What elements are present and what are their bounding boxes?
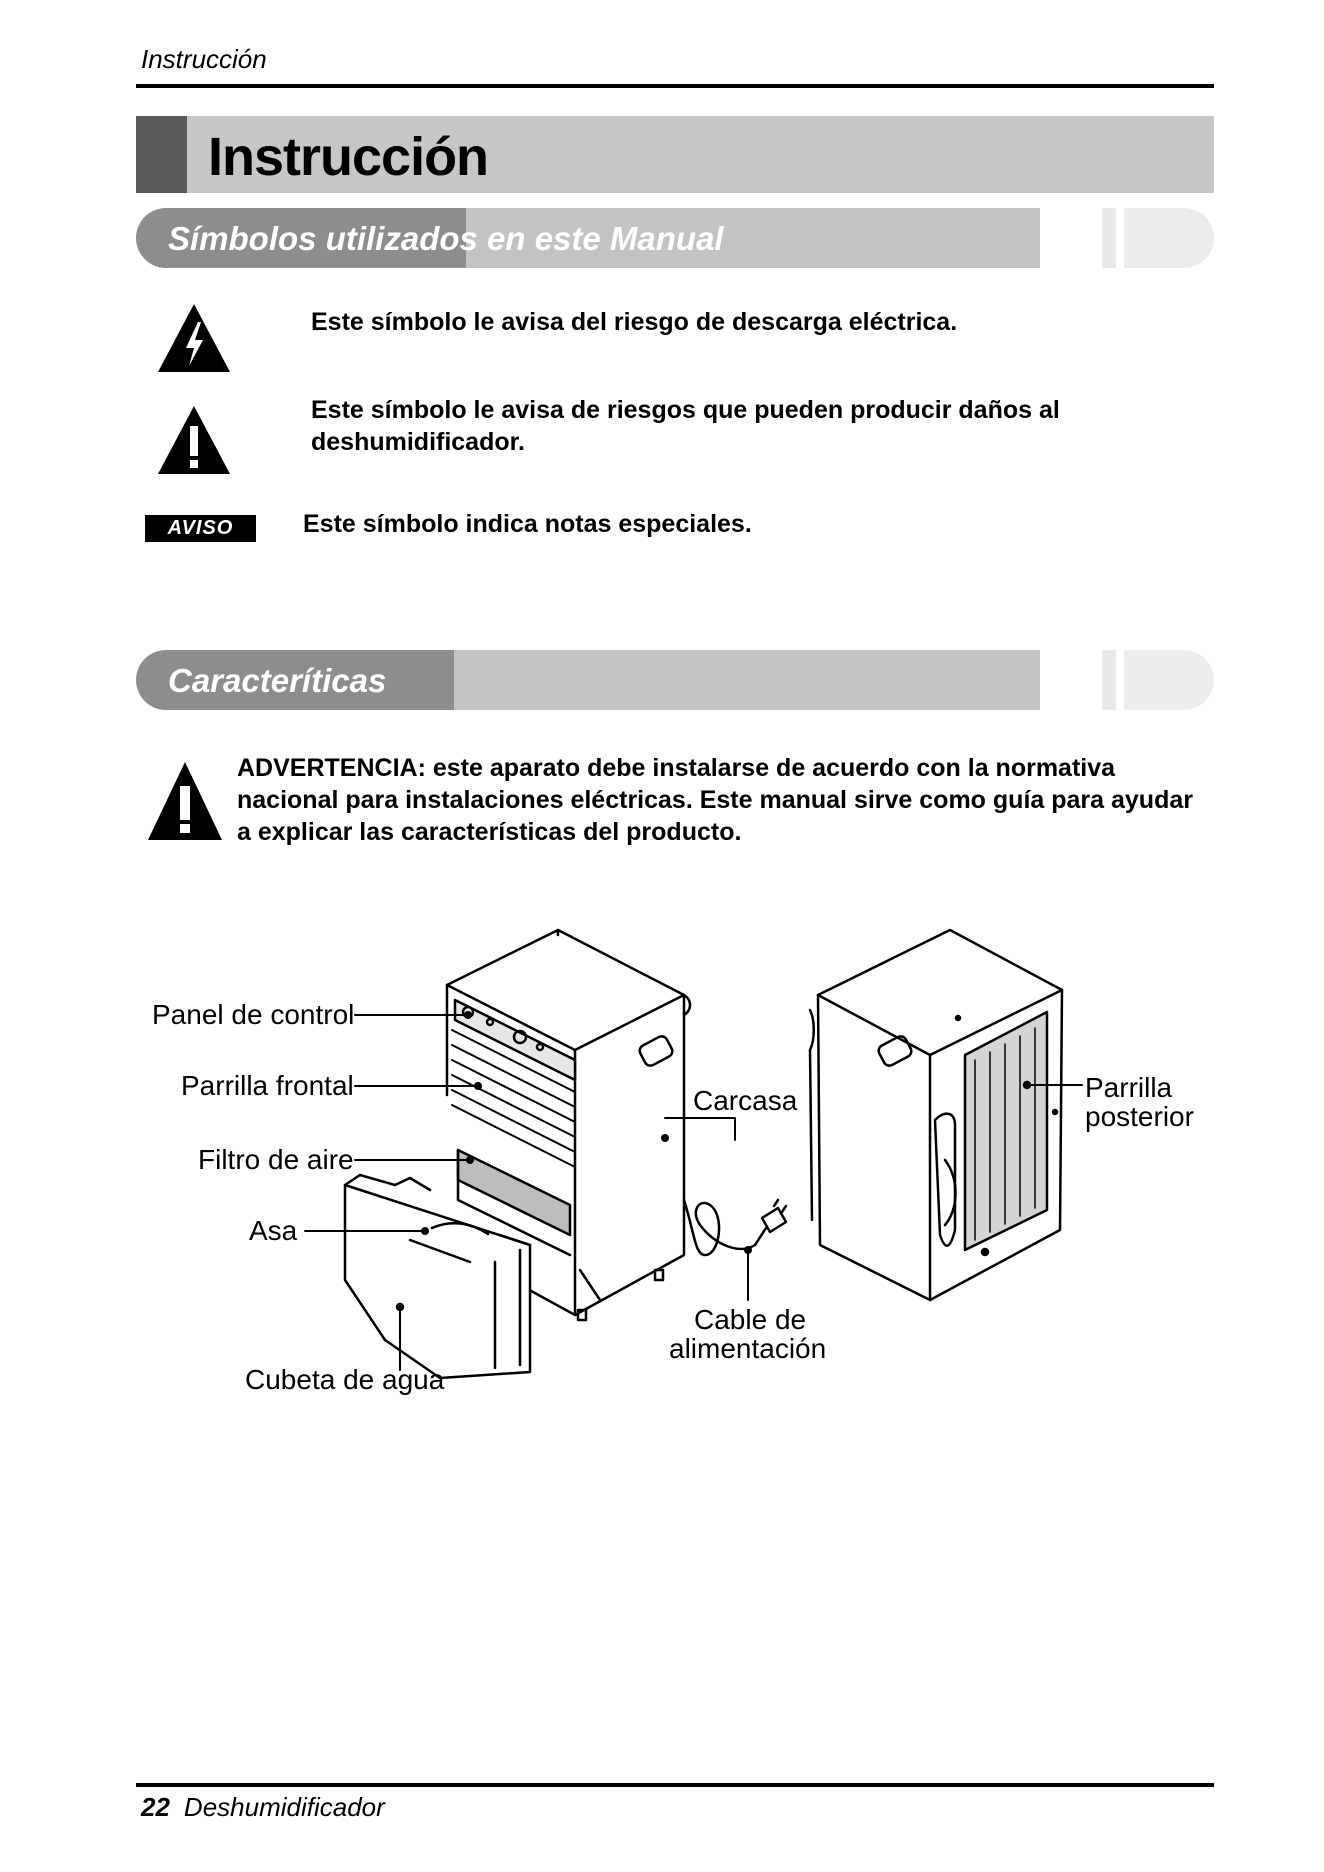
symbol-text-caution: Este símbolo le avisa de riesgos que pue… [311,396,1060,456]
dehumidifier-rear-view [808,928,1064,1302]
label-cubeta-de-agua: Cubeta de agua [245,1364,445,1395]
features-warning-text: ADVERTENCIA: este aparato debe instalars… [237,754,1193,846]
section-tab-decoration [1102,208,1214,268]
dehumidifier-illustration [304,928,1083,1380]
page-number: 22 [141,1792,170,1822]
footer: 22 Deshumidificador [141,1792,385,1823]
label-parrilla-frontal: Parrilla frontal [181,1070,354,1101]
symbol-text-electric: Este símbolo le avisa del riesgo de desc… [311,308,958,336]
running-header: Instrucción [141,44,267,74]
title-bar: Instrucción [136,116,1214,193]
label-parrilla: Parrilla [1085,1072,1173,1103]
title-bar-accent [136,116,187,193]
section-heading-bar-symbols: Símbolos utilizados en este Manual [136,208,1040,268]
label-posterior: posterior [1085,1101,1194,1132]
label-alimentacion: alimentación [669,1333,827,1364]
symbol-text-aviso: Este símbolo indica notas especiales. [303,510,752,538]
power-cord [682,1198,788,1257]
section-heading-symbols: Símbolos utilizados en este Manual [168,220,724,257]
label-filtro-de-aire: Filtro de aire [198,1144,354,1175]
caution-warning-icon [148,762,222,840]
page-title: Instrucción [208,127,489,187]
header-rule [136,84,1214,88]
footer-doc-title: Deshumidificador [183,1792,385,1822]
section-tab-decoration [1102,650,1214,710]
label-cable-de: Cable de [694,1304,807,1335]
section-heading-bar-features: Caracteríticas [136,650,1040,710]
label-asa: Asa [249,1215,298,1246]
footer-rule [136,1783,1214,1787]
aviso-badge: AVISO [145,515,256,542]
electric-shock-warning-icon [158,304,230,372]
section-heading-features: Caracteríticas [168,662,387,699]
caution-warning-icon [158,406,230,474]
label-panel-de-control: Panel de control [152,999,355,1030]
dehumidifier-front-view [343,928,692,1380]
label-carcasa: Carcasa [693,1085,798,1116]
